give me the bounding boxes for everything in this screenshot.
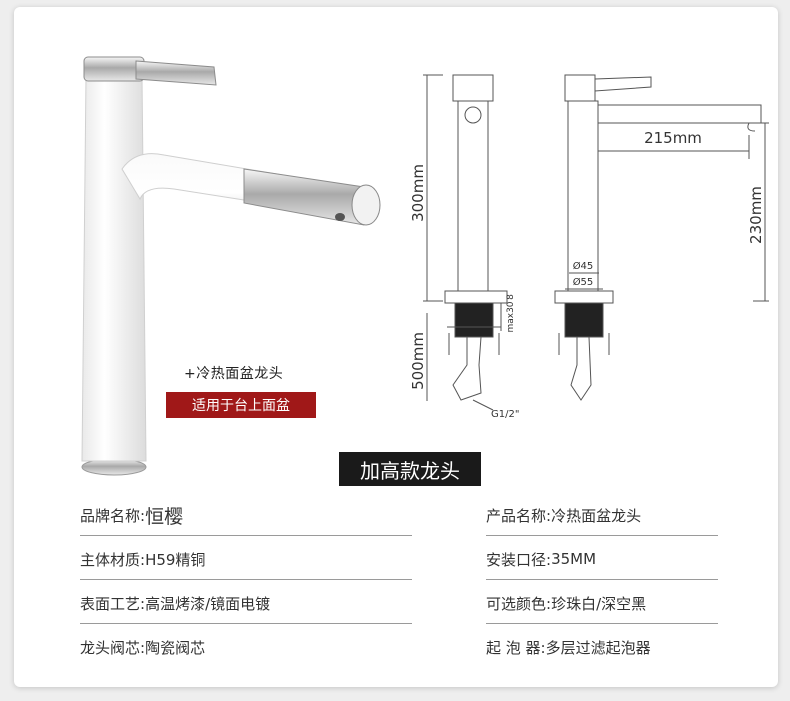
valve-value: 陶瓷阀芯	[145, 638, 206, 657]
surface-label: 表面工艺:	[80, 594, 146, 613]
spec-row-install: 安装口径: 35MM	[486, 539, 718, 580]
spec-row-aerator: 起 泡 器: 多层过滤起泡器	[486, 627, 718, 667]
spec-row-valve: 龙头阀芯: 陶瓷阀芯	[80, 627, 412, 667]
aerator-value: 多层过滤起泡器	[545, 638, 651, 657]
valve-label: 龙头阀芯:	[80, 638, 146, 657]
color-value: 珍珠白/深空黑	[551, 594, 647, 613]
install-label: 安装口径:	[486, 550, 552, 569]
spec-row-color: 可选颜色: 珍珠白/深空黑	[486, 583, 718, 624]
surface-value: 高温烤漆/镜面电镀	[145, 594, 271, 613]
dim-d55: Ø55	[573, 276, 594, 288]
product-value: 冷热面盆龙头	[551, 506, 642, 525]
dim-pipe-length: 500mm	[409, 332, 427, 390]
spec-row-surface: 表面工艺: 高温烤漆/镜面电镀	[80, 583, 412, 624]
tag-counter-top-basin: 适用于台上面盆	[166, 392, 316, 418]
dim-height: 300mm	[409, 164, 427, 222]
product-card: +冷热面盆龙头 适用于台上面盆 300mm	[14, 7, 778, 687]
faucet-photo	[81, 56, 381, 476]
dim-max30: max30	[506, 301, 516, 332]
tag-hot-cold-basin-faucet: +冷热面盆龙头	[184, 366, 284, 382]
color-label: 可选颜色:	[486, 594, 552, 613]
title-banner: 加高款龙头	[339, 452, 481, 486]
spec-row-material: 主体材质: H59精铜	[80, 539, 412, 580]
dimension-drawing: 300mm 500mm 215mm 230mm Ø45 Ø55 max30 8 …	[409, 74, 769, 420]
dim-reach: 215mm	[644, 129, 702, 147]
brand-value: 恒樱	[145, 505, 184, 528]
material-label: 主体材质:	[80, 550, 146, 569]
dim-8: 8	[506, 294, 516, 300]
aerator-label: 起 泡 器:	[486, 638, 546, 657]
dim-spout-height: 230mm	[747, 186, 765, 244]
install-value: 35MM	[551, 550, 597, 568]
dim-thread: G1/2"	[491, 409, 519, 420]
dim-d45: Ø45	[573, 260, 594, 272]
material-value: H59精铜	[145, 550, 206, 569]
product-label: 产品名称:	[486, 506, 552, 525]
spec-row-product: 产品名称: 冷热面盆龙头	[486, 495, 718, 536]
spec-row-brand: 品牌名称: 恒樱	[80, 495, 412, 536]
brand-label: 品牌名称:	[80, 506, 146, 525]
